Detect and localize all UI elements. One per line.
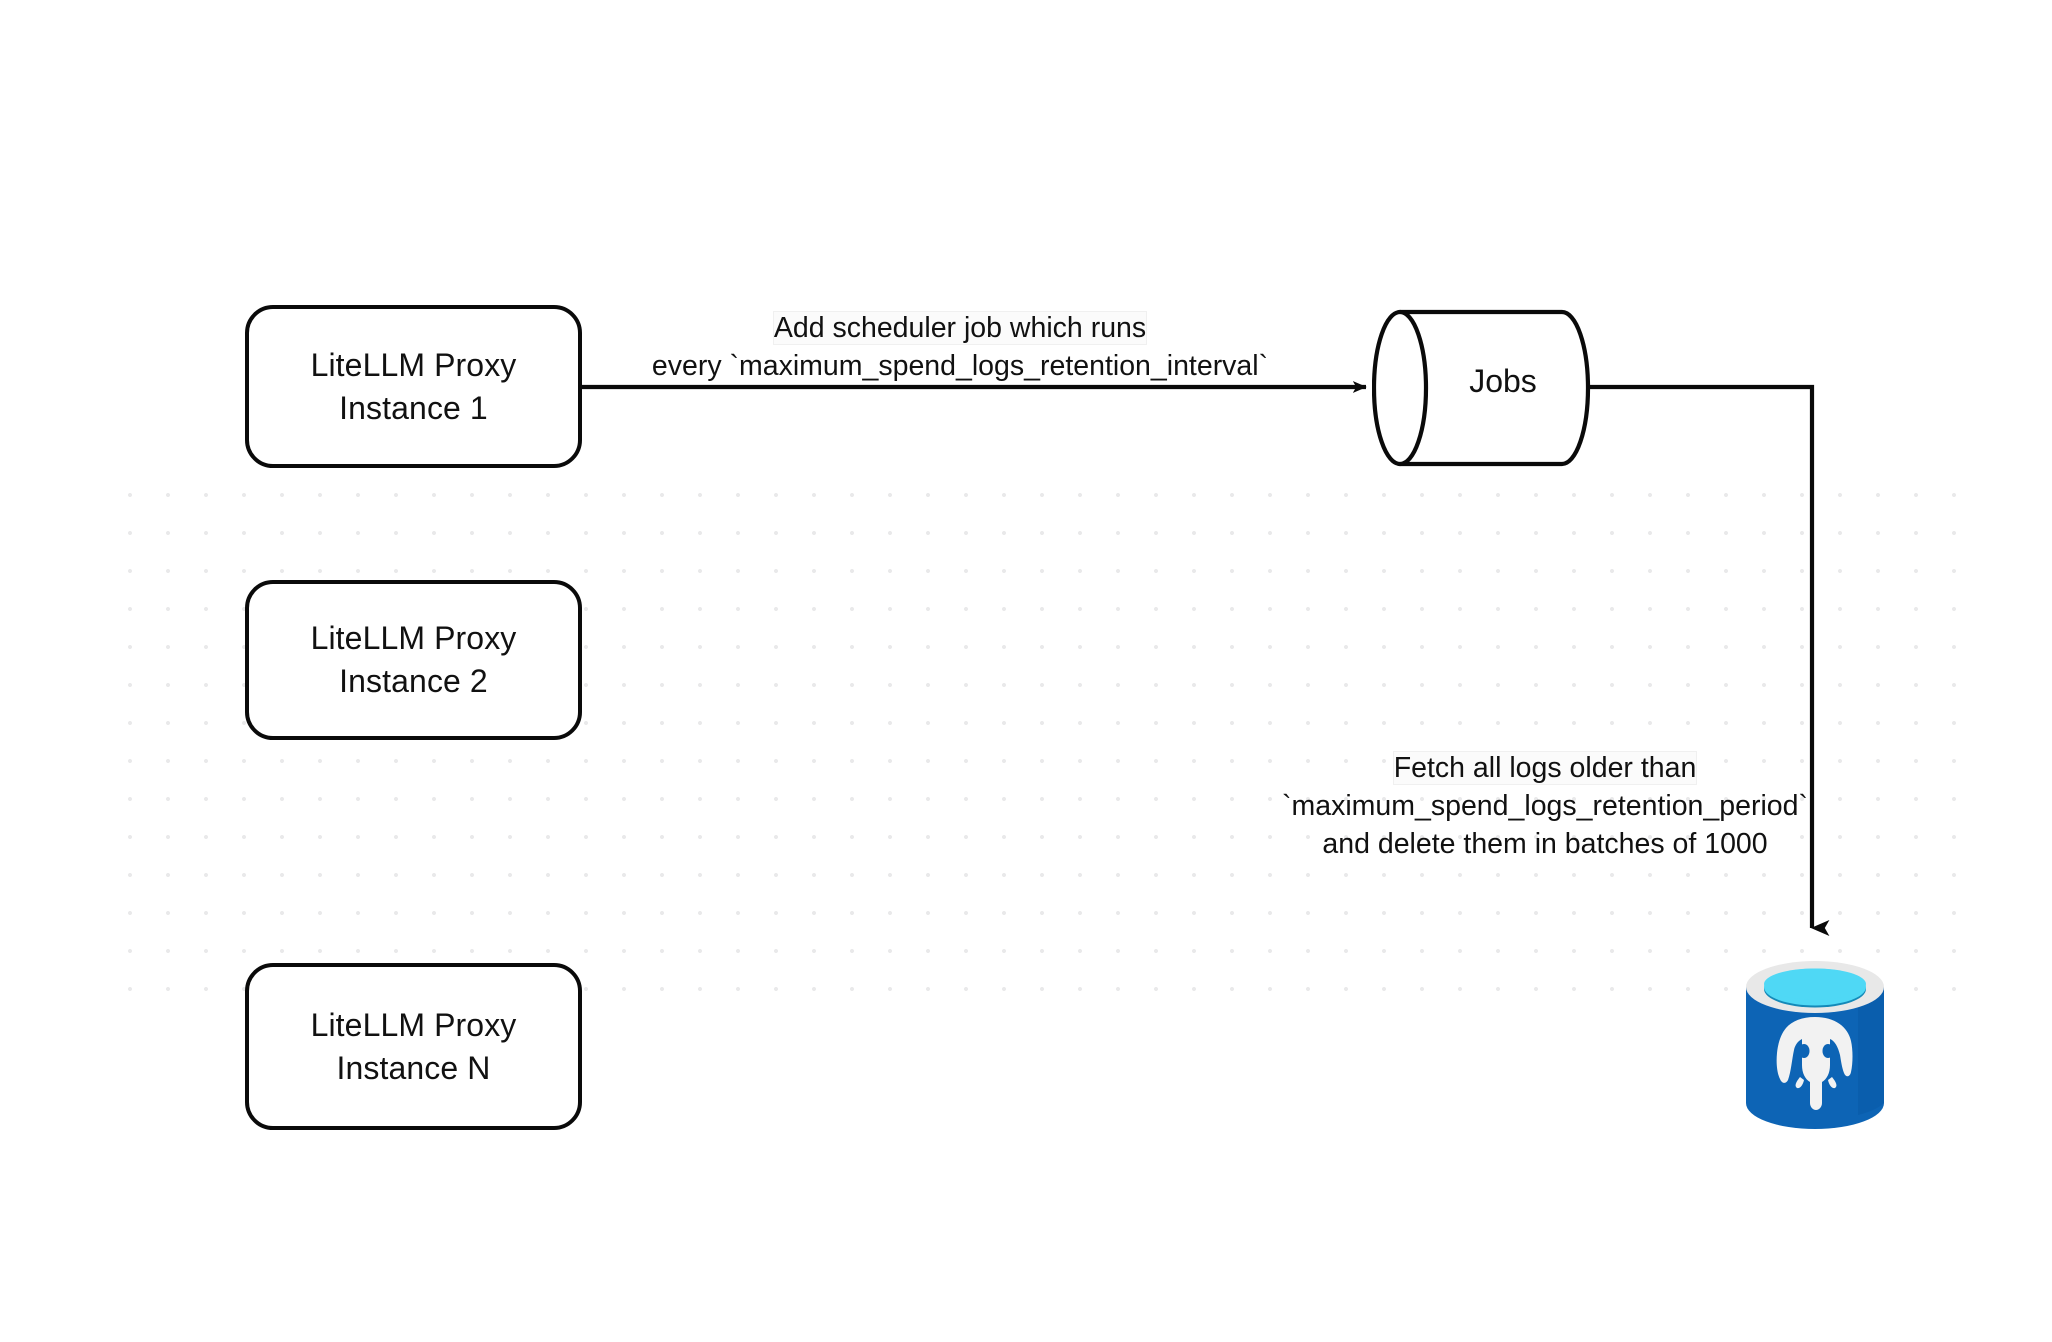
node-label: LiteLLM Proxy Instance N	[310, 1006, 517, 1086]
edge-label-line-3: and delete them in batches of 1000	[1322, 827, 1768, 860]
node-jobs-label: Jobs	[1469, 363, 1537, 399]
node-litellm-proxy-instance-1[interactable]: LiteLLM Proxy Instance 1	[245, 305, 582, 468]
node-label: LiteLLM Proxy Instance 2	[310, 620, 517, 699]
edge-label-line-2: `maximum_spend_logs_retention_period`	[1282, 789, 1808, 822]
edge-label-line-1: Fetch all logs older than	[1393, 752, 1697, 784]
node-jobs-cylinder[interactable]	[1372, 298, 1592, 478]
node-label: LiteLLM Proxy Instance 1	[310, 346, 517, 426]
edge-jobs-to-database	[1586, 384, 1830, 936]
node-litellm-proxy-instance-n[interactable]: LiteLLM Proxy Instance N	[245, 963, 582, 1130]
postgres-elephant-glyph	[1776, 1017, 1853, 1110]
edge-label-line-1: Add scheduler job which runs	[773, 312, 1147, 344]
edge-label-fetch-delete: Fetch all logs older than `maximum_spend…	[1215, 750, 1875, 864]
edge-label-line-2: every `maximum_spend_logs_retention_inte…	[651, 349, 1269, 382]
node-litellm-proxy-instance-2[interactable]: LiteLLM Proxy Instance 2	[245, 580, 582, 740]
edge-label-scheduler: Add scheduler job which runs every `maxi…	[560, 310, 1360, 386]
postgresql-database-icon[interactable]	[1740, 955, 1890, 1135]
